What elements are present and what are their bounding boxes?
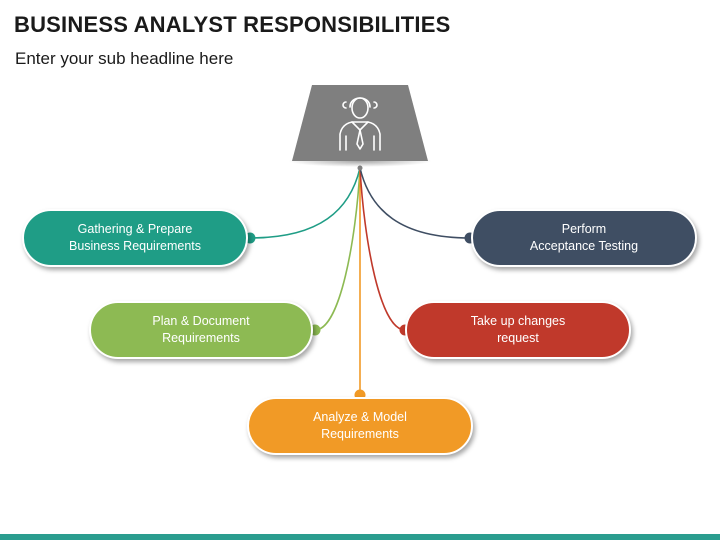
node-gathering: Gathering & Prepare Business Requirement… (22, 209, 248, 267)
node-take-up: Take up changes request (405, 301, 631, 359)
bottom-accent-bar (0, 534, 720, 540)
node-gathering-line1: Gathering & Prepare (77, 222, 193, 236)
page-title: BUSINESS ANALYST RESPONSIBILITIES (14, 12, 451, 37)
node-gathering-line2: Business Requirements (68, 239, 201, 253)
business-analyst-person-icon (339, 97, 381, 151)
node-perform-line1: Perform (561, 222, 607, 236)
node-analyze-line1: Analyze & Model (313, 410, 407, 424)
node-plan-line2: Requirements (162, 331, 240, 345)
node-take-up-line1: Take up changes (470, 314, 566, 328)
node-take-up-line2: request (497, 331, 539, 345)
connector-take-up (359, 167, 406, 331)
node-analyze-line2: Requirements (321, 427, 399, 441)
node-plan: Plan & Document Requirements (89, 301, 313, 359)
node-perform: Perform Acceptance Testing (471, 209, 697, 267)
page-subtitle: Enter your sub headline here (15, 49, 234, 68)
connector-perform (359, 167, 471, 239)
hub-shape (292, 85, 428, 161)
connector-plan (314, 167, 361, 331)
node-analyze: Analyze & Model Requirements (247, 397, 473, 455)
node-plan-line1: Plan & Document (152, 314, 250, 328)
connector-gathering (249, 167, 361, 239)
node-perform-line2: Acceptance Testing (529, 239, 639, 253)
